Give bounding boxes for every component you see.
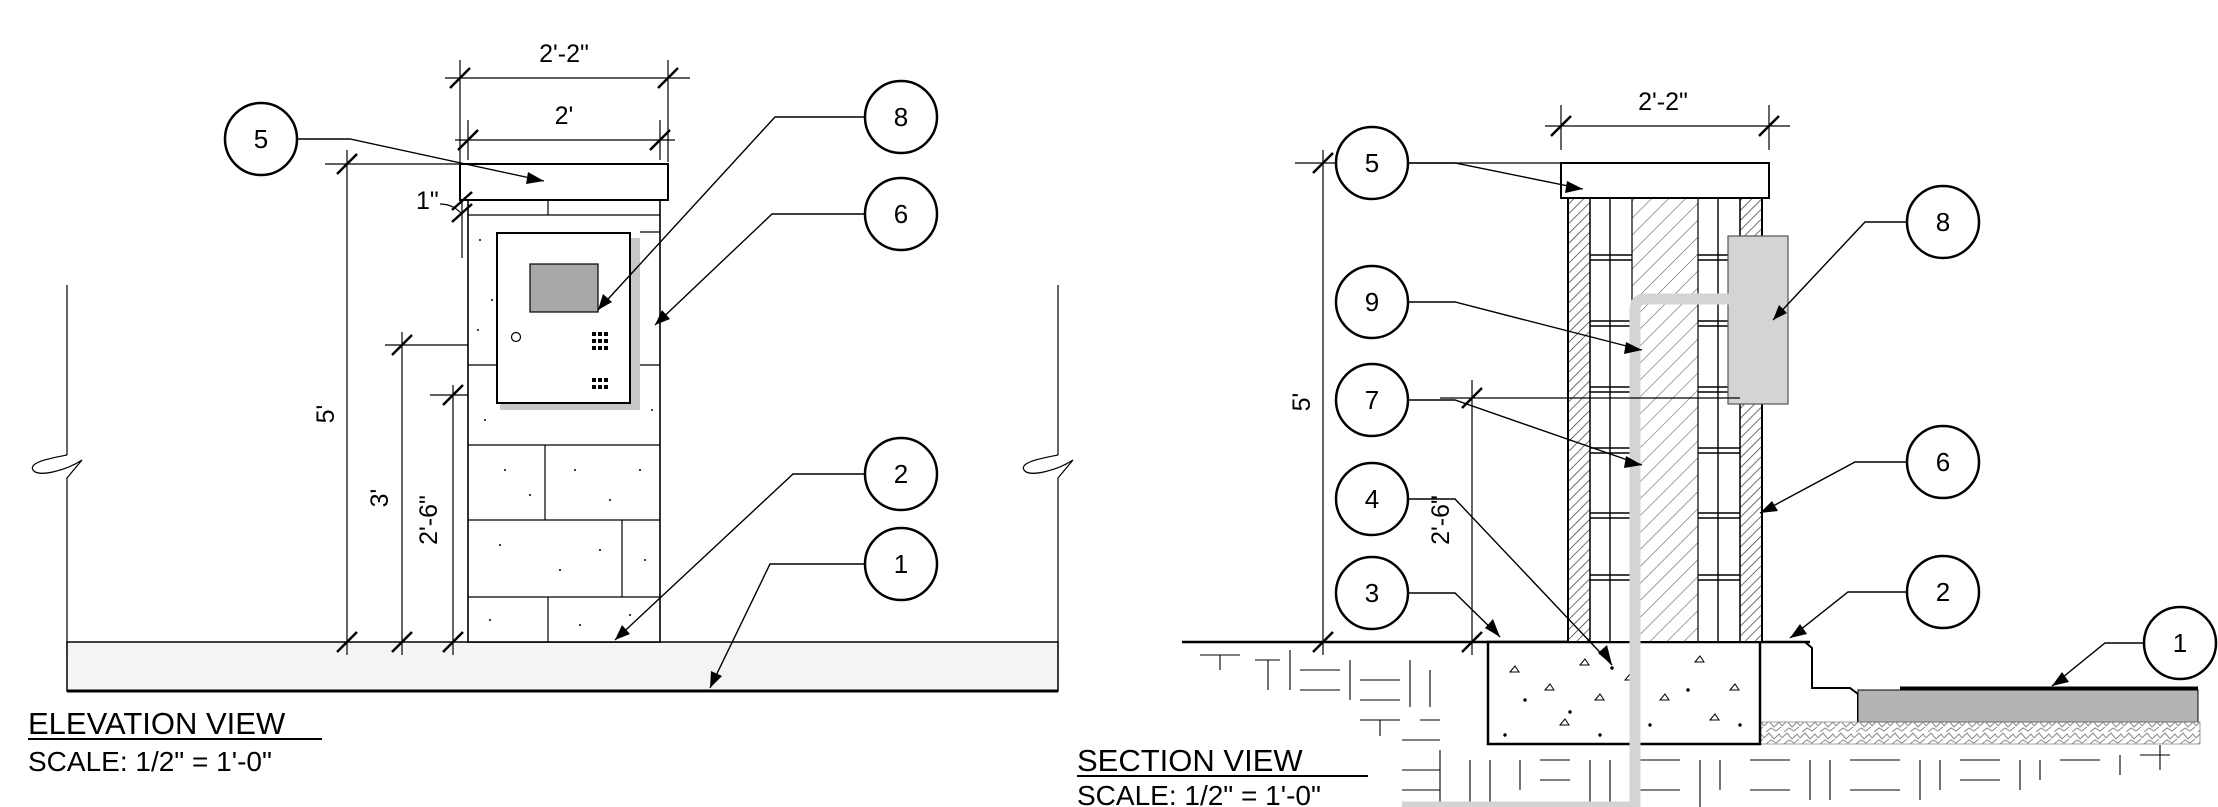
keypad-lower [592, 378, 608, 389]
svg-text:7: 7 [1365, 385, 1379, 415]
soil-hatch [1200, 650, 2170, 807]
svg-text:8: 8 [894, 102, 908, 132]
section-callout-9: 9 [1334, 264, 1643, 354]
callout-1: 1 [709, 526, 939, 689]
section-title-bg [1072, 736, 1402, 807]
svg-text:5: 5 [254, 124, 268, 154]
callout-6: 6 [654, 176, 939, 326]
ground-strip [66, 641, 1059, 692]
paving-surface [1857, 689, 2199, 723]
curb-outline [1760, 641, 1859, 722]
callout-2: 2 [614, 436, 939, 641]
svg-text:2: 2 [894, 459, 908, 489]
dim-height-total-text: 5' [312, 405, 340, 424]
section-call-box [1727, 235, 1789, 405]
block-cells [1589, 198, 1741, 642]
svg-text:1: 1 [2173, 628, 2187, 658]
callout-8: 8 [597, 79, 939, 311]
dim-column-width-text: 2' [555, 102, 574, 130]
svg-text:5: 5 [1365, 148, 1379, 178]
section-callout-1: 1 [2051, 605, 2218, 687]
section-title: SECTION VIEW [1077, 743, 1303, 778]
section-callout-8: 8 [1772, 184, 1981, 321]
svg-text:1: 1 [894, 549, 908, 579]
section-callout-7: 7 [1334, 362, 1643, 468]
left-masonry-hatch [1567, 197, 1591, 643]
svg-text:2: 2 [1936, 577, 1950, 607]
dim-height-lines [325, 150, 468, 655]
section-dim-2-6-text: 2'-6" [1427, 495, 1455, 545]
stone-speckle [477, 239, 653, 626]
svg-text:4: 4 [1365, 484, 1379, 514]
svg-text:8: 8 [1936, 207, 1950, 237]
section-callout-3: 3 [1334, 555, 1501, 638]
keypad-upper [592, 332, 608, 350]
section-callout-4: 4 [1334, 461, 1613, 666]
elevation-view: 2'-2" 2' 1" [28, 40, 1074, 777]
section-callout-2: 2 [1789, 554, 1981, 639]
concrete-footing [1486, 640, 1762, 746]
svg-text:6: 6 [894, 199, 908, 229]
elevation-scale: SCALE: 1/2" = 1'-0" [28, 746, 272, 777]
section-dim-cap [1545, 105, 1790, 150]
dim-column-width [455, 120, 675, 160]
gravel-base [1759, 721, 2201, 745]
dim-height-3-text: 3' [366, 489, 394, 508]
call-box [496, 232, 631, 404]
section-callout-6: 6 [1759, 424, 1981, 514]
dim-cap-width-text: 2'-2" [539, 40, 589, 68]
section-view: 2'-2" 5' 2'-6" 5 9 7 [1072, 88, 2218, 807]
call-box-screen [529, 263, 599, 313]
section-callout-5: 5 [1334, 125, 1584, 201]
elevation-title: ELEVATION VIEW [28, 706, 286, 741]
dim-cap-width [445, 60, 690, 162]
svg-text:3: 3 [1365, 578, 1379, 608]
break-line-right [1022, 285, 1074, 650]
svg-text:9: 9 [1365, 287, 1379, 317]
section-dim-height-text: 5' [1288, 393, 1316, 412]
dim-height-2-6-text: 2'-6" [415, 495, 443, 545]
call-box-lock [510, 331, 522, 343]
section-dim-cap-text: 2'-2" [1638, 88, 1688, 116]
callout-5: 5 [223, 101, 545, 184]
dim-cap-thickness [439, 191, 473, 258]
break-line-left [31, 285, 83, 650]
stone-joints [468, 200, 660, 642]
svg-text:6: 6 [1936, 447, 1950, 477]
conduit [1629, 293, 1745, 807]
core-hatch [1631, 197, 1699, 643]
section-cap [1560, 162, 1770, 199]
section-scale: SCALE: 1/2" = 1'-0" [1077, 780, 1321, 807]
dim-cap-thickness-text: 1" [416, 187, 439, 215]
